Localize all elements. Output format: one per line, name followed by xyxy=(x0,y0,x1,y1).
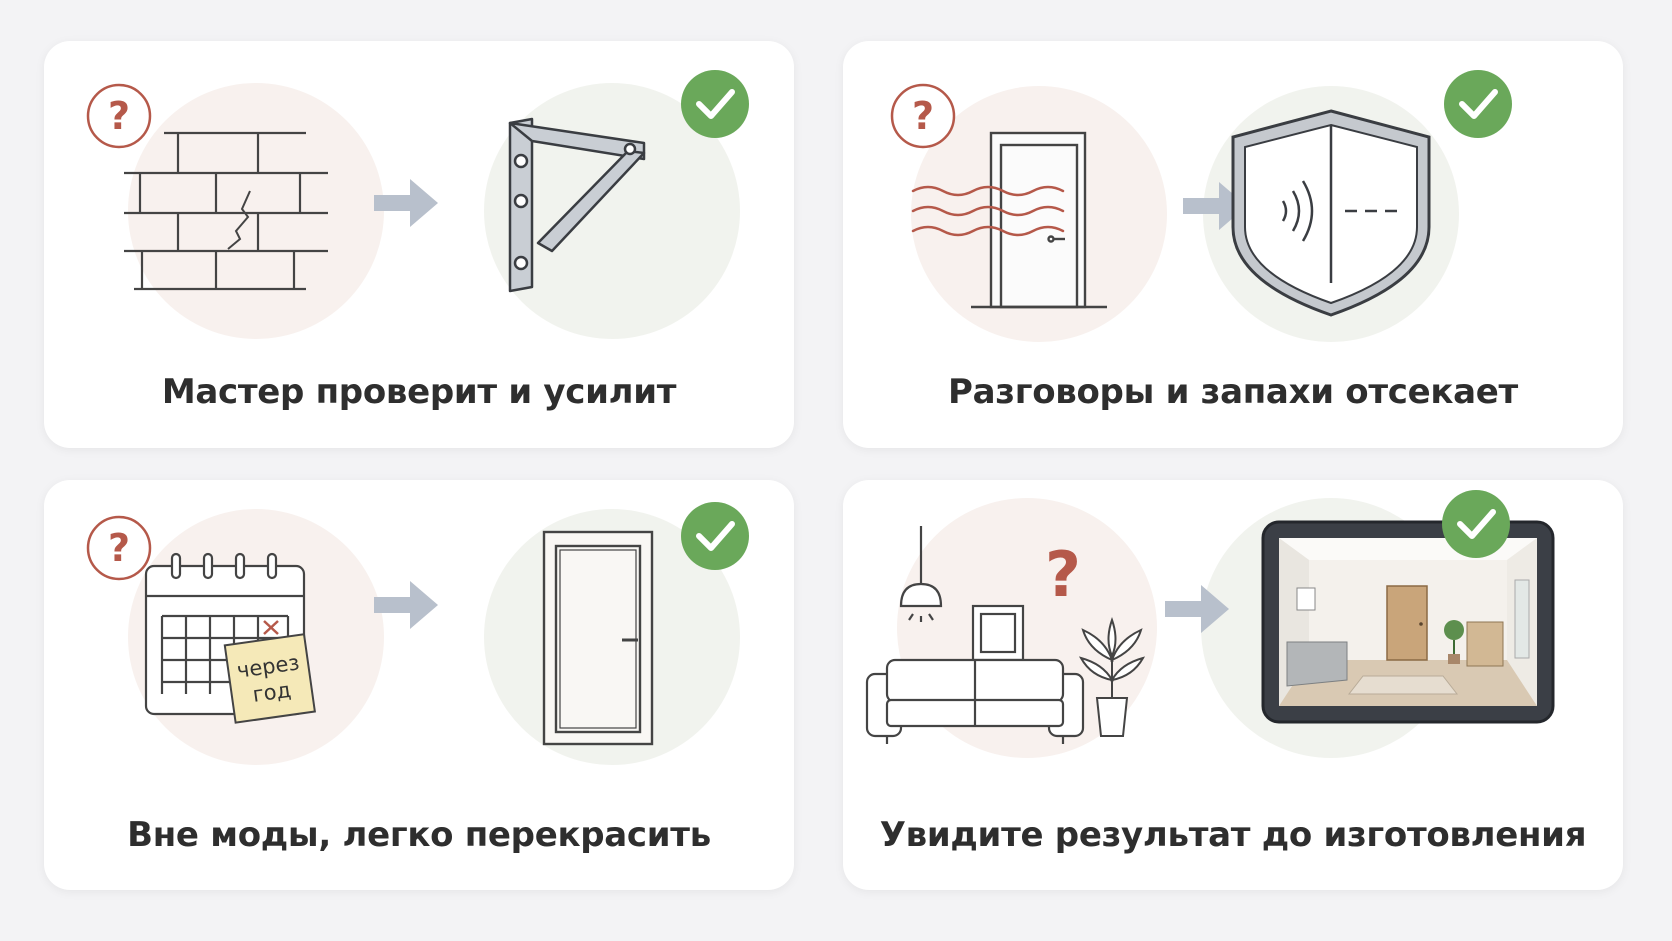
card-sound-insulation: ? xyxy=(843,41,1623,448)
before-circle xyxy=(128,83,384,339)
check-icon xyxy=(681,70,749,138)
check-icon xyxy=(1444,70,1512,138)
svg-text:?: ? xyxy=(108,526,130,570)
shield-icon xyxy=(1231,109,1431,317)
pendant-lamp-icon xyxy=(899,526,943,622)
sofa-icon xyxy=(865,658,1085,744)
steel-bracket-icon xyxy=(508,117,646,293)
svg-text:?: ? xyxy=(912,94,934,138)
tablet-preview-icon xyxy=(1261,520,1555,724)
check-icon xyxy=(1442,490,1510,558)
arrow-right-icon xyxy=(374,179,438,227)
plant-icon xyxy=(1078,616,1146,737)
card-2-illustration: ? xyxy=(890,70,1512,342)
svg-text:год: год xyxy=(251,678,292,707)
card-caption: Разговоры и запахи отсекает xyxy=(948,372,1518,412)
cracked-brick-wall-icon xyxy=(124,131,328,291)
sticky-note: через год xyxy=(223,633,316,724)
arrow-right-icon xyxy=(374,581,438,629)
picture-frame-icon xyxy=(971,604,1025,662)
card-caption: Вне моды, легко перекрасить xyxy=(127,815,711,855)
card-3-illustration: ? через год xyxy=(86,502,749,765)
question-icon: ? xyxy=(1045,538,1081,611)
svg-text:?: ? xyxy=(108,94,130,138)
arrow-right-icon xyxy=(1165,585,1229,633)
door-icon xyxy=(542,530,654,746)
sound-waves-icon xyxy=(911,185,1065,237)
card-visualization: ? xyxy=(843,480,1623,890)
card-caption: Мастер проверит и усилит xyxy=(161,372,677,412)
card-master-check: ? xyxy=(44,41,794,448)
question-icon: ? xyxy=(86,515,152,581)
card-1-illustration: ? xyxy=(86,70,749,339)
door-icon xyxy=(971,131,1107,309)
card-4-illustration: ? xyxy=(865,490,1555,758)
question-icon: ? xyxy=(890,83,956,149)
question-icon: ? xyxy=(86,83,152,149)
after-circle xyxy=(484,83,740,339)
check-icon xyxy=(681,502,749,570)
card-repaint: ? через год xyxy=(44,480,794,890)
card-caption: Увидите результат до изготовления xyxy=(879,815,1587,855)
